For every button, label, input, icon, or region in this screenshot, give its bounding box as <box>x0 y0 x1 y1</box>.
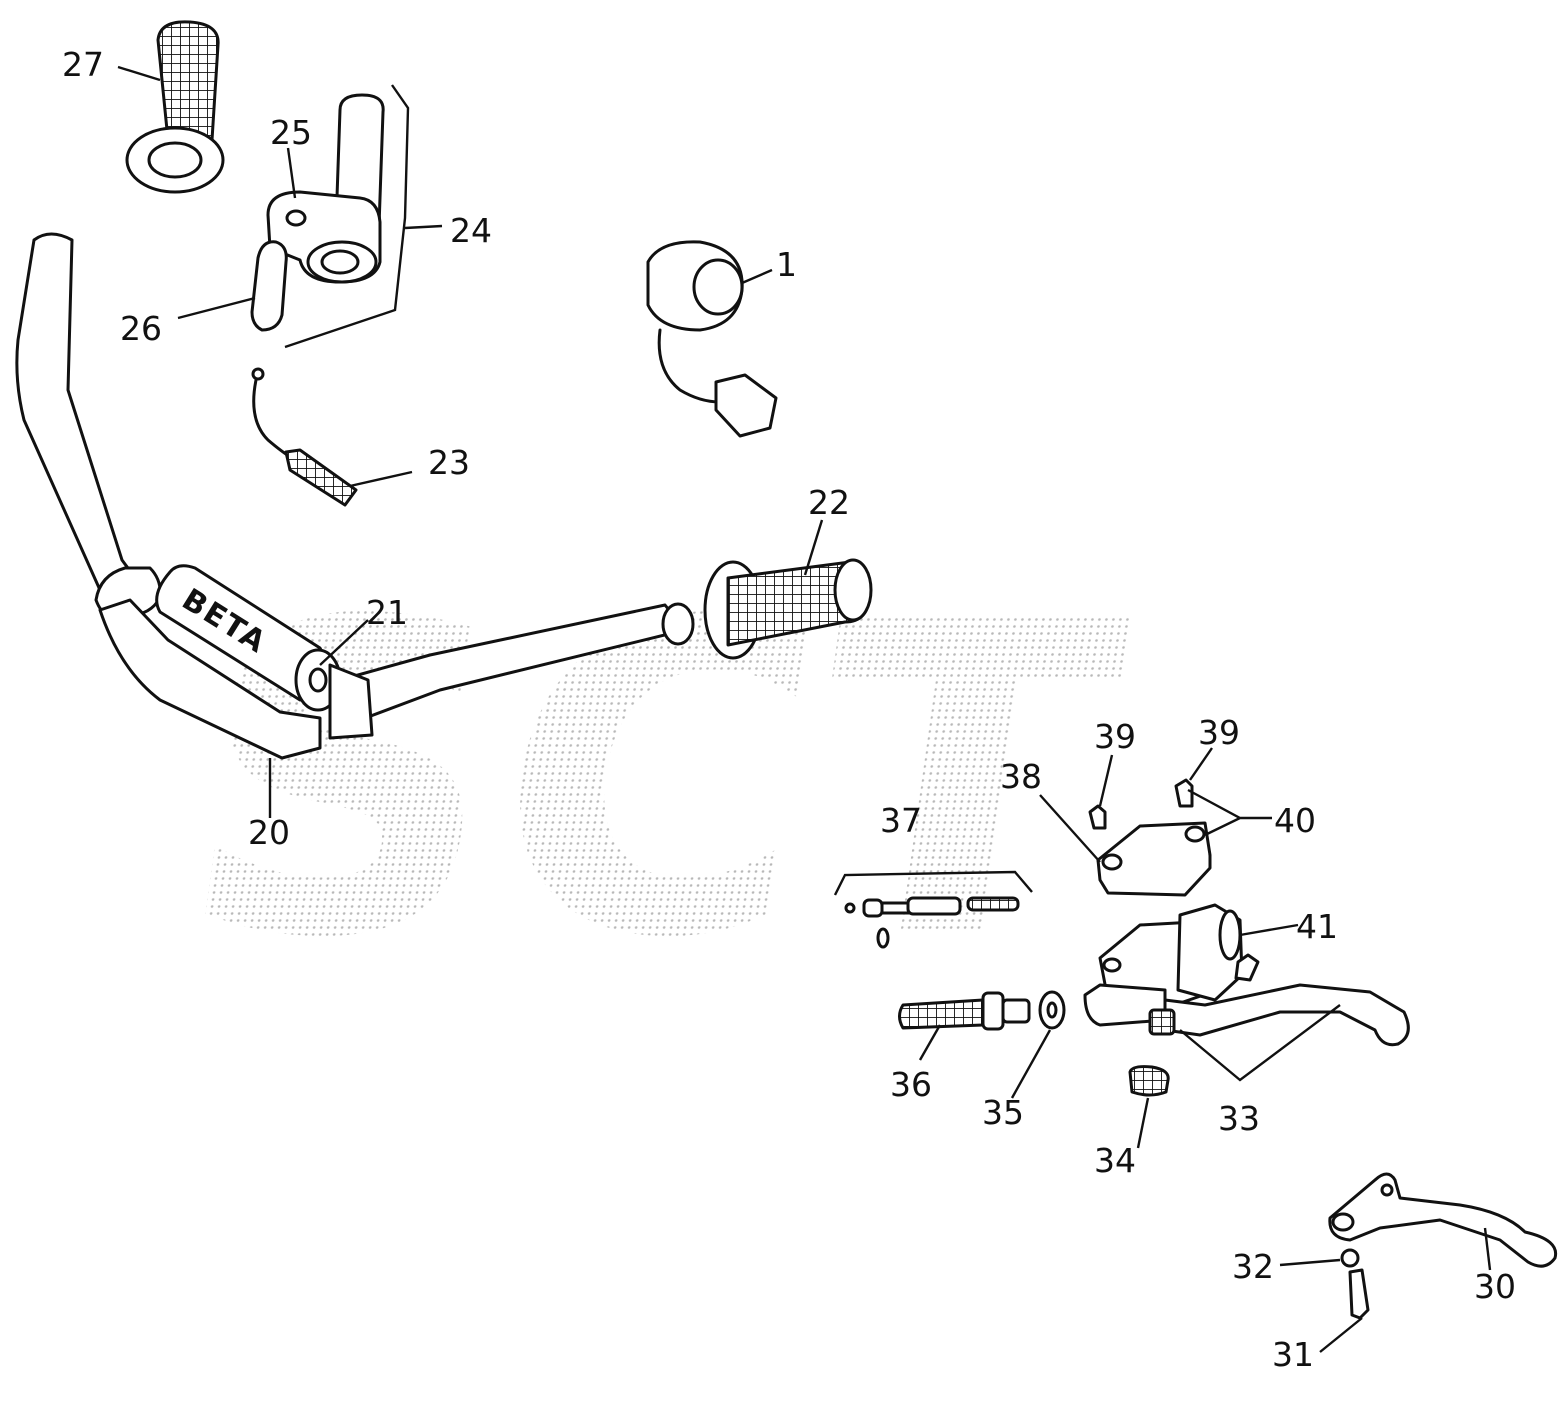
watermark: SCT <box>155 531 1146 1032</box>
callout-22: 22 <box>808 483 850 522</box>
callout-39a: 39 <box>1094 717 1136 756</box>
callout-34: 34 <box>1094 1141 1136 1180</box>
callout-1: 1 <box>776 245 797 284</box>
callout-37: 37 <box>880 801 922 840</box>
master-cylinder <box>1083 903 1410 1047</box>
callout-40: 40 <box>1274 801 1316 840</box>
lever-30 <box>1328 1172 1558 1320</box>
grip-22 <box>703 558 873 660</box>
callout-38: 38 <box>1000 757 1042 796</box>
callout-25: 25 <box>270 113 312 152</box>
throttle-assembly <box>250 84 410 349</box>
callout-27: 27 <box>62 45 104 84</box>
callout-32: 32 <box>1232 1247 1274 1286</box>
callout-31: 31 <box>1272 1335 1314 1374</box>
callout-26: 26 <box>120 309 162 348</box>
reservoir-cap <box>1088 778 1212 897</box>
callouts: 27 25 24 26 23 1 22 21 20 37 38 39 39 40… <box>62 45 1516 1374</box>
callout-35: 35 <box>982 1093 1024 1132</box>
callout-30: 30 <box>1474 1267 1516 1306</box>
cable-23 <box>251 367 358 507</box>
callout-41: 41 <box>1296 907 1338 946</box>
callout-36: 36 <box>890 1065 932 1104</box>
parts-34-35-36 <box>898 990 1170 1097</box>
switch-1 <box>646 240 778 438</box>
callout-21: 21 <box>366 593 408 632</box>
callout-33: 33 <box>1218 1099 1260 1138</box>
bleeder-37 <box>833 870 1033 949</box>
leader-lines <box>117 65 1492 1353</box>
handlebar-20 <box>15 232 695 760</box>
callout-20: 20 <box>248 813 290 852</box>
callout-24: 24 <box>450 211 492 250</box>
pad-21: BETA <box>155 564 374 740</box>
callout-39b: 39 <box>1198 713 1240 752</box>
grip-27 <box>125 20 225 194</box>
callout-23: 23 <box>428 443 470 482</box>
